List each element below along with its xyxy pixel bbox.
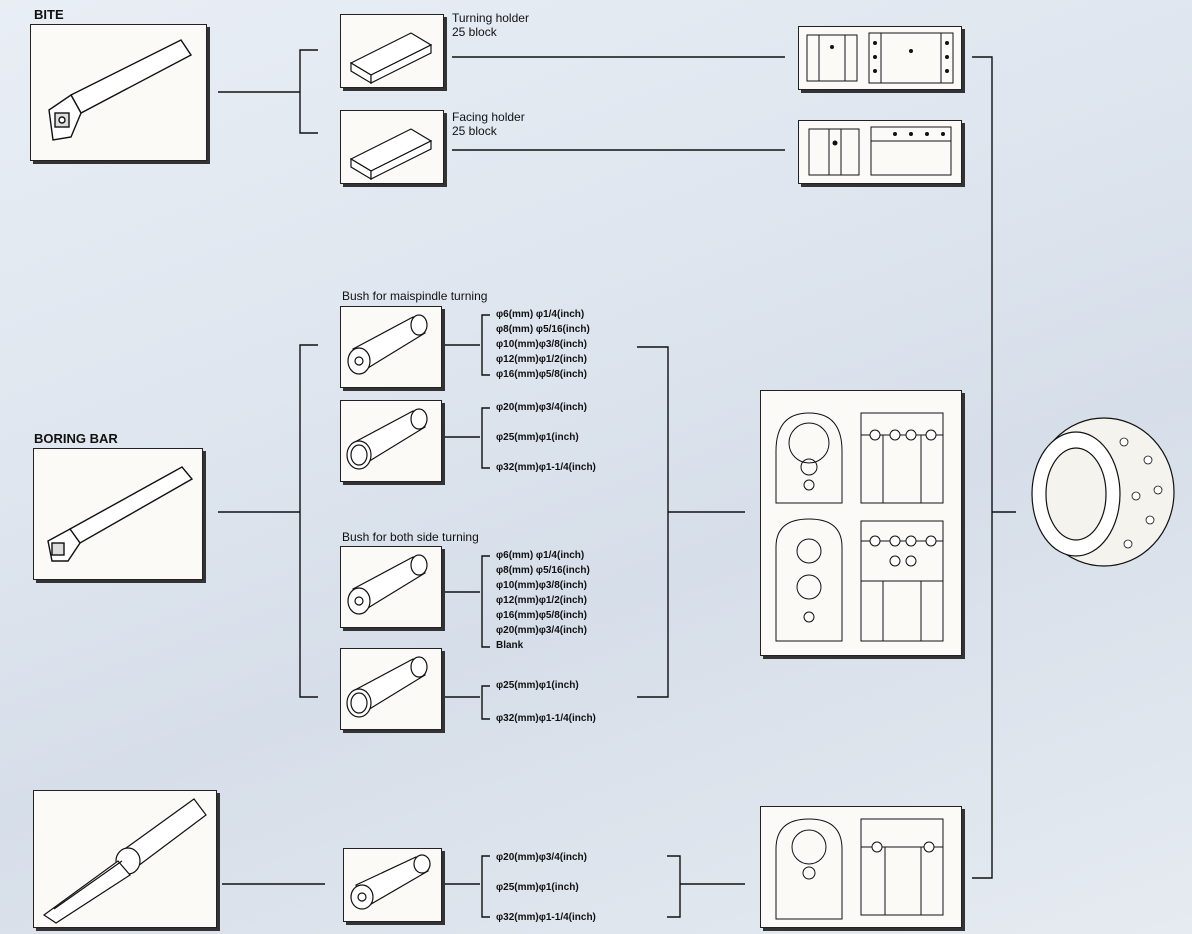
both-large-size-1: φ25(mm)φ1(inch) (496, 680, 579, 691)
tool-turret-drawing (1031, 417, 1175, 567)
size-item: φ6(mm) φ1/4(inch) (496, 309, 585, 320)
bush-both-large-image (340, 648, 442, 730)
size-item: φ20(mm)φ3/4(inch) (496, 625, 587, 636)
size-item: φ16(mm)φ5/8(inch) (496, 369, 587, 380)
boring-bar-image (33, 448, 203, 580)
both-small-size-list: φ6(mm) φ1/4(inch) φ8(mm) φ5/16(inch) φ10… (496, 548, 590, 653)
drill-size-3: φ32(mm)φ1-1/4(inch) (496, 912, 596, 923)
turning-holder-drawing (349, 32, 433, 85)
boring-bar-drawing (47, 466, 194, 562)
drill-bush-drawing (350, 854, 431, 910)
main-large-size-1: φ20(mm)φ3/4(inch) (496, 402, 587, 413)
turning-holder-label-2: 25 block (452, 25, 497, 39)
bush-main-small-drawing (347, 314, 428, 375)
bite-tool-image (30, 24, 207, 161)
main-small-size-list: φ6(mm) φ1/4(inch) φ8(mm) φ5/16(inch) φ10… (496, 307, 590, 382)
drill-image (33, 790, 217, 928)
bush-main-large-image (340, 400, 442, 482)
size-item: φ6(mm) φ1/4(inch) (496, 550, 585, 561)
bush-main-large-drawing (346, 408, 428, 470)
bush-both-small-drawing (347, 554, 428, 615)
bush-main-small-image (340, 306, 442, 388)
boring-holder-blueprint (760, 390, 962, 656)
bush-main-label: Bush for maispindle turning (342, 289, 488, 303)
size-item: φ12(mm)φ1/2(inch) (496, 354, 587, 365)
drill-holder-blueprint-drawing (775, 818, 944, 920)
facing-holder-blueprint-drawing (808, 126, 952, 176)
size-item: φ12(mm)φ1/2(inch) (496, 595, 587, 606)
facing-holder-image (340, 110, 444, 184)
bite-label: BITE (34, 7, 64, 22)
boring-bar-label: BORING BAR (34, 431, 118, 446)
drill-size-1: φ20(mm)φ3/4(inch) (496, 852, 587, 863)
turning-holder-blueprint (798, 26, 962, 90)
facing-holder-label-2: 25 block (452, 124, 497, 138)
turning-holder-blueprint-drawing (806, 32, 954, 84)
drill-drawing (42, 798, 207, 924)
bush-both-small-image (340, 546, 442, 628)
turning-holder-label-1: Turning holder (452, 11, 529, 25)
boring-holder-blueprint-drawing (775, 412, 944, 642)
size-item: φ10(mm)φ3/8(inch) (496, 580, 587, 591)
facing-holder-label-1: Facing holder (452, 110, 525, 124)
size-item: φ16(mm)φ5/8(inch) (496, 610, 587, 621)
drill-holder-blueprint (760, 806, 962, 928)
size-item: φ10(mm)φ3/8(inch) (496, 339, 587, 350)
size-item: Blank (496, 640, 524, 651)
facing-holder-blueprint (798, 120, 962, 184)
bite-tool-drawing (48, 39, 193, 141)
both-large-size-2: φ32(mm)φ1-1/4(inch) (496, 713, 596, 724)
drill-size-2: φ25(mm)φ1(inch) (496, 882, 579, 893)
main-large-size-2: φ25(mm)φ1(inch) (496, 432, 579, 443)
size-item: φ8(mm) φ5/16(inch) (496, 565, 590, 576)
bush-both-label: Bush for both side turning (342, 530, 479, 544)
tool-turret-image (1016, 412, 1186, 572)
facing-holder-drawing (349, 128, 433, 181)
main-large-size-3: φ32(mm)φ1-1/4(inch) (496, 462, 596, 473)
size-item: φ8(mm) φ5/16(inch) (496, 324, 590, 335)
turning-holder-image (340, 14, 444, 88)
bush-both-large-drawing (346, 656, 428, 718)
drill-bush-image (343, 848, 442, 922)
